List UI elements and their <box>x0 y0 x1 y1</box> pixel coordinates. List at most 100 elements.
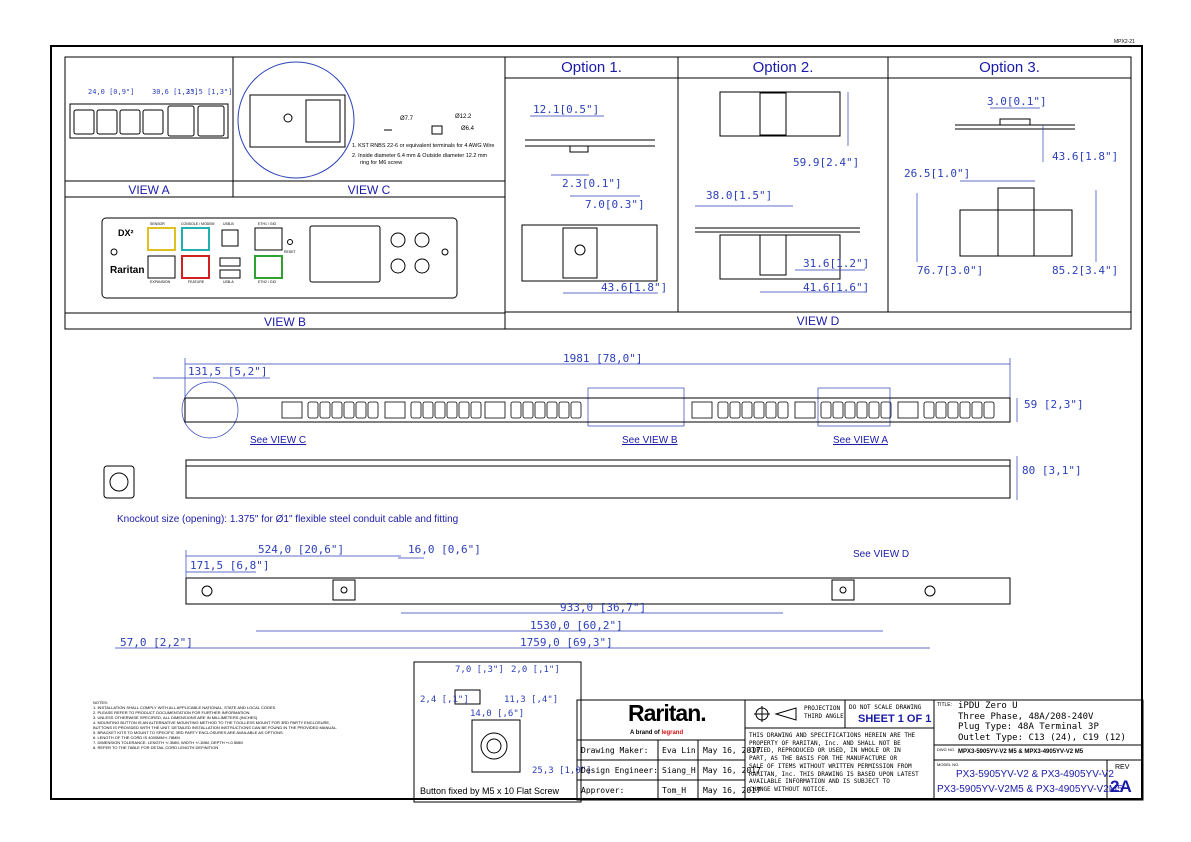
name-drawing-maker: Eva Lin <box>662 746 696 755</box>
outlet-socket <box>319 401 331 419</box>
outlet-socket <box>434 401 446 419</box>
port-label-expansion: EXPANSION <box>150 280 171 284</box>
outlet-socket <box>570 401 582 419</box>
opt1-dim2: 2.3[0.1"] <box>562 177 622 190</box>
date-design-engineer: May 16, 2017 <box>703 766 761 775</box>
back-dim1: 524,0 [20,6"] <box>258 543 345 556</box>
outlet-socket <box>923 401 935 419</box>
projection-label: PROJECTION <box>804 705 841 712</box>
outlet-socket <box>717 401 729 419</box>
outlet-socket <box>331 401 343 419</box>
notes-block: NOTES: 1. INSTALLATION SHALL COMPLY WITH… <box>93 700 337 750</box>
note-line: 4. MOUNTING BUTTON IS AN ALTERNATIVE MOU… <box>93 720 331 725</box>
back-dim3: 171,5 [6,8"] <box>190 559 270 572</box>
outlet-socket <box>410 401 422 419</box>
button-dim5: 14,0 [,6"] <box>470 709 525 719</box>
outlet-socket <box>959 401 971 419</box>
outlet-socket <box>458 401 470 419</box>
option3-drawing <box>955 118 1075 257</box>
outlet-socket <box>765 401 777 419</box>
outlet-socket <box>741 401 753 419</box>
view-a-dim2: 30,6 [1,2"] <box>152 88 199 96</box>
reset-label: RESET <box>284 250 296 254</box>
breaker-block <box>281 401 303 419</box>
view-a-label: VIEW A <box>128 183 170 197</box>
port-label-usbb: USB-B <box>223 222 234 226</box>
dwg-number: MPX3-5905YV-V2 M5 & MPX3-4905YV-V2 M5 <box>958 749 1084 755</box>
outlet-socket <box>880 401 892 419</box>
option1-drawing <box>521 139 658 282</box>
view-c-note2b: ring for M6 screw <box>360 160 403 166</box>
title-label: TITLE: <box>937 702 953 708</box>
opt1-dim3: 7.0[0.3"] <box>585 198 645 211</box>
breaker-block <box>384 401 406 419</box>
note-line: 3. UNLESS OTHERWISE SPECIFIED, ALL DIMEN… <box>93 715 259 720</box>
date-approver: May 16, 2017 <box>703 786 761 795</box>
view-c-label: VIEW C <box>347 183 391 197</box>
note-line: NOTES: <box>93 700 108 705</box>
outlet-socket <box>558 401 570 419</box>
outlet-socket <box>446 401 458 419</box>
outlet-socket <box>367 401 379 419</box>
view-a-outlets <box>69 103 229 139</box>
back-dim4: 933,0 [36,7"] <box>560 601 647 614</box>
drawing-sheet <box>50 45 1143 800</box>
model-number-2: PX3-5905YV-V2M5 & PX3-4905YV-V2M5 <box>937 784 1123 795</box>
opt3-dim4: 76.7[3.0"] <box>917 264 984 277</box>
view-c-note2a: 2. Inside diameter 6.4 mm & Outside diam… <box>352 153 488 159</box>
outlet-socket <box>844 401 856 419</box>
name-approver: Tom_H <box>662 786 687 795</box>
view-c-dim1: Ø7.7 <box>400 116 414 122</box>
view-b-label: VIEW B <box>263 315 306 329</box>
outlet-socket <box>510 401 522 419</box>
see-view-c-callout: See VIEW C <box>250 435 307 446</box>
note-line: 5. BRACKET KITS TO MOUNT TO SPECIFIC 3RD… <box>93 730 284 735</box>
view-d-label: VIEW D <box>796 314 840 328</box>
option1-heading: Option 1. <box>561 59 622 76</box>
opt2-dim4: 41.6[1.6"] <box>803 281 870 294</box>
note-line: 6. LENGTH OF THE CORD IS 4000MM+/-78MM <box>93 735 180 740</box>
main-depth-dim: 80 [3,1"] <box>1022 464 1082 477</box>
outlet-socket <box>534 401 546 419</box>
outlet-socket <box>983 401 995 419</box>
option3-heading: Option 3. <box>979 59 1040 76</box>
view-b-dx-logo: DX² <box>118 228 134 238</box>
button-caption: Button fixed by M5 x 10 Flat Screw <box>420 786 560 796</box>
outlet-socket <box>947 401 959 419</box>
opt3-dim1: 3.0[0.1"] <box>987 95 1047 108</box>
breaker-block <box>691 401 713 419</box>
note-line: 1. INSTALLATION SHALL COMPLY WITH ALL AP… <box>93 705 277 710</box>
back-dim5: 1530,0 [60,2"] <box>530 619 623 632</box>
see-view-b-callout: See VIEW B <box>622 435 678 446</box>
outlet-socket <box>856 401 868 419</box>
main-length-dim: 1981 [78,0"] <box>563 352 643 365</box>
view-c-dim2: Ø12.2 <box>455 114 472 120</box>
title-lines: iPDU Zero U Three Phase, 48A/208-240V Pl… <box>958 701 1126 743</box>
button-dim4: 11,3 [,4"] <box>504 695 559 705</box>
view-c-note1: 1. KST RNBS 22-6 or equivalent terminals… <box>352 143 495 149</box>
opt1-dim4: 43.6[1.8"] <box>601 281 668 294</box>
do-not-scale: DO NOT SCALE DRAWING <box>849 704 922 711</box>
button-dim1: 7,0 [,3"] <box>455 665 504 675</box>
back-dim6: 57,0 [2,2"] <box>120 636 193 649</box>
pdu-back-view <box>185 577 1011 605</box>
outlet-socket <box>868 401 880 419</box>
port-label-eth2: ETH2 / GIG <box>258 280 277 284</box>
main-height-dim: 59 [2,3"] <box>1024 398 1084 411</box>
knockout-note: Knockout size (opening): 1.375" for Ø1" … <box>117 514 459 525</box>
role-drawing-maker: Drawing Maker: <box>581 746 649 755</box>
outlet-socket <box>832 401 844 419</box>
option2-drawing <box>695 91 860 280</box>
see-view-a-callout: See VIEW A <box>833 435 889 446</box>
note-line: 2. PLEASE REFER TO PRODUCT DOCUMENTATION… <box>93 710 251 715</box>
outlet-socket <box>422 401 434 419</box>
opt1-dim1: 12.1[0.5"] <box>533 103 600 116</box>
opt3-dim2: 43.6[1.8"] <box>1052 150 1119 163</box>
main-left-dim: 131,5 [5,2"] <box>188 365 268 378</box>
corner-code: MPX2-21 <box>1114 39 1135 45</box>
third-angle-label: THIRD ANGLE <box>804 713 844 720</box>
opt2-dim1: 59.9[2.4"] <box>793 156 860 169</box>
outlet-socket <box>546 401 558 419</box>
opt3-dim5: 85.2[3.4"] <box>1052 264 1119 277</box>
